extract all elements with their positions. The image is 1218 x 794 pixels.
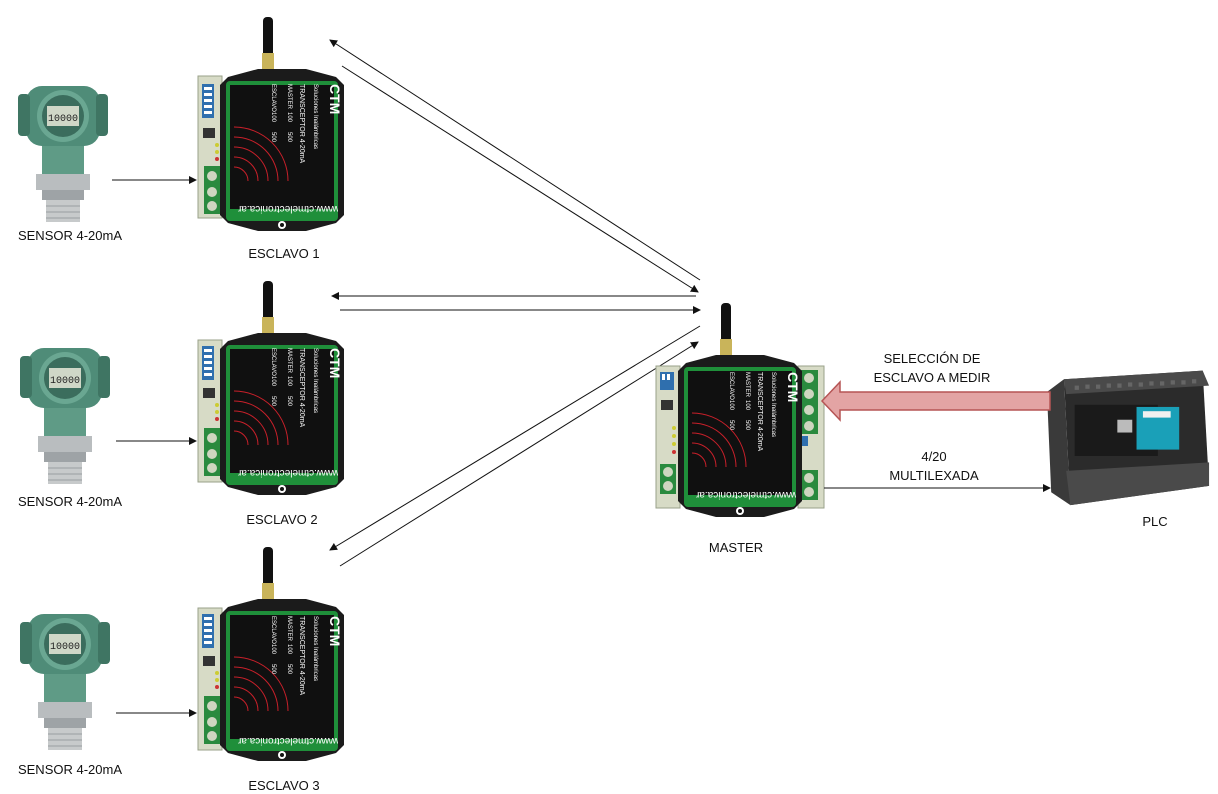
radio-transceiver-icon [677, 302, 803, 518]
device-model: TRANSCEPTOR 4-20mA [298, 348, 305, 428]
device-opt-500: 500 [286, 396, 292, 407]
radio-transceiver-icon [219, 280, 345, 496]
sensor-1: SENSOR 4-20mA [17, 85, 122, 243]
plc: PLC [1046, 370, 1210, 529]
sensor-2: SENSOR 4-20mA [18, 347, 122, 509]
device-opt-500: 500 [270, 132, 276, 143]
pressure-transmitter-icon [19, 613, 111, 751]
device-opt-100: 100 [744, 400, 750, 411]
device-brand: CTM [327, 348, 343, 378]
device-opt-500: 500 [286, 664, 292, 675]
device-opt-100: 100 [270, 644, 276, 655]
signal-label-line1: 4/20 [921, 449, 946, 464]
device-mode-master: MASTER [744, 372, 750, 398]
sensor-1-label: SENSOR 4-20mA [18, 228, 122, 243]
sensor-2-label: SENSOR 4-20mA [18, 494, 122, 509]
slave-1-label: ESCLAVO 1 [248, 246, 319, 261]
master-label: MASTER [709, 540, 763, 555]
plc-icon [1046, 370, 1210, 506]
pressure-transmitter-icon [19, 347, 111, 485]
link-master-to-slave1 [329, 39, 701, 281]
radio-transceiver-icon [219, 16, 345, 232]
device-model: TRANSCEPTOR 4-20mA [298, 616, 305, 696]
device-brand-sub: Soluciones Inalámbricas [312, 616, 318, 681]
plc-label: PLC [1142, 514, 1167, 529]
slave-2-label: ESCLAVO 2 [246, 512, 317, 527]
device-url: www.ctmelectronica.ar [237, 203, 339, 214]
selection-arrow [820, 380, 1051, 422]
radio-transceiver-icon [219, 546, 345, 762]
device-opt-500: 500 [286, 132, 292, 143]
device-brand: CTM [785, 372, 801, 402]
device-brand-sub: Soluciones Inalámbricas [770, 372, 776, 437]
sensor-3-label: SENSOR 4-20mA [18, 762, 122, 777]
slave-2: CTM Soluciones Inalámbricas TRANSCEPTOR … [197, 280, 345, 527]
device-url: www.ctmelectronica.ar [237, 467, 339, 478]
device-opt-100: 100 [270, 376, 276, 387]
device-opt-500: 500 [744, 420, 750, 431]
device-opt-100: 100 [286, 112, 292, 123]
signal-label-line2: MULTILEXADA [889, 468, 979, 483]
device-mode-master: MASTER [286, 84, 292, 110]
device-model: TRANSCEPTOR 4-20mA [756, 372, 763, 452]
slave-1: CTM Soluciones Inalámbricas TRANSCEPTOR … [197, 16, 345, 261]
device-opt-500: 500 [728, 420, 734, 431]
link-slave1-to-master [341, 65, 699, 293]
device-opt-100: 100 [728, 400, 734, 411]
device-url: www.ctmelectronica.ar [237, 735, 339, 746]
device-url: www.ctmelectronica.ar [695, 489, 797, 500]
device-opt-500: 500 [270, 396, 276, 407]
device-mode-slave: ESCLAVO [270, 84, 276, 112]
pressure-transmitter-icon [17, 85, 109, 223]
link-slave3-to-master [339, 341, 699, 567]
device-opt-500: 500 [270, 664, 276, 675]
master: CTM Soluciones Inalámbricas TRANSCEPTOR … [655, 302, 825, 555]
link-master-to-slave3 [329, 325, 701, 551]
device-mode-slave: ESCLAVO [270, 348, 276, 376]
selection-label-line2: ESCLAVO A MEDIR [874, 370, 991, 385]
device-mode-slave: ESCLAVO [270, 616, 276, 644]
slave-3-label: ESCLAVO 3 [248, 778, 319, 793]
selection-label-line1: SELECCIÓN DE [884, 351, 981, 366]
device-opt-100: 100 [286, 644, 292, 655]
device-brand-sub: Soluciones Inalámbricas [312, 84, 318, 149]
device-brand: CTM [327, 616, 343, 646]
device-opt-100: 100 [270, 112, 276, 123]
device-brand-sub: Soluciones Inalámbricas [312, 348, 318, 413]
radio-links [329, 39, 701, 567]
sensor-3: SENSOR 4-20mA [18, 613, 122, 777]
device-mode-master: MASTER [286, 348, 292, 374]
device-opt-100: 100 [286, 376, 292, 387]
device-mode-slave: ESCLAVO [728, 372, 734, 400]
device-model: TRANSCEPTOR 4-20mA [298, 84, 305, 164]
slave-3: CTM Soluciones Inalámbricas TRANSCEPTOR … [197, 546, 345, 793]
device-brand: CTM [327, 84, 343, 114]
device-mode-master: MASTER [286, 616, 292, 642]
